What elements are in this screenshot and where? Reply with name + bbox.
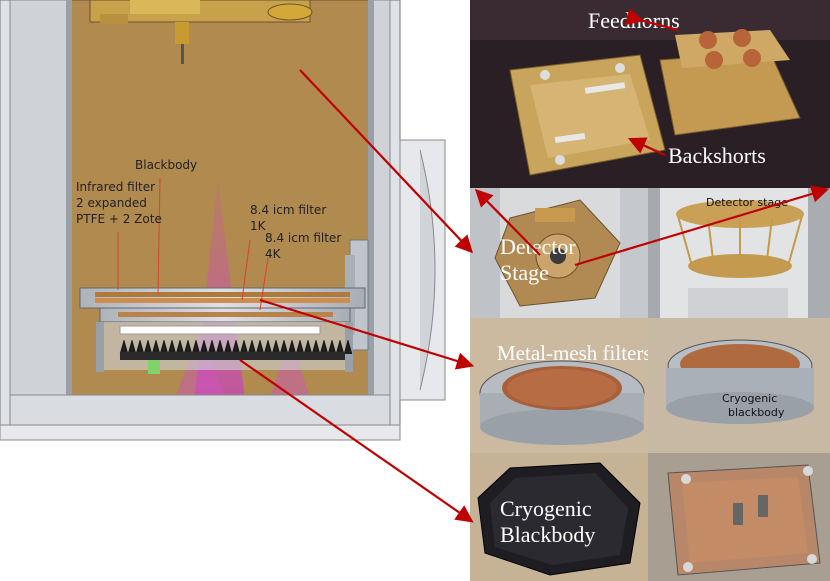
label-cryogenic-blackbody-small-line2: blackbody xyxy=(728,406,785,419)
label-detector-stage-small: Detector stage xyxy=(706,196,788,209)
label-cryogenic-blackbody-line1: Cryogenic xyxy=(500,496,592,521)
label-cryogenic-blackbody-line2: Blackbody xyxy=(500,522,596,547)
photo-metal-mesh-filters xyxy=(470,318,648,453)
label-detector-stage-line2: Stage xyxy=(500,260,549,285)
label-infrared-filter-line3: PTFE + 2 Zote xyxy=(76,212,162,226)
label-filter-4k-line2: 4K xyxy=(265,247,281,261)
cad-cross-section xyxy=(0,0,446,441)
label-filter-1k-line1: 8.4 icm filter xyxy=(250,203,327,217)
label-infrared-filter-line1: Infrared filter xyxy=(76,180,156,194)
label-blackbody: Blackbody xyxy=(135,158,198,172)
label-filter-1k-line2: 1K xyxy=(250,219,266,233)
label-cryogenic-blackbody-small-line1: Cryogenic xyxy=(722,392,778,405)
label-detector-stage-line1: Detector xyxy=(500,234,576,259)
label-infrared-filter-line2: 2 expanded xyxy=(76,196,147,210)
photo-copper-plate xyxy=(648,453,830,581)
photo-cryogenic-blackbody xyxy=(470,453,648,581)
label-feedhorns: Feedhorns xyxy=(588,8,680,33)
label-metal-mesh-filters: Metal-mesh filters xyxy=(497,341,652,365)
label-backshorts: Backshorts xyxy=(668,143,766,168)
label-filter-4k-line1: 8.4 icm filter xyxy=(265,231,342,245)
photo-cryogenic-blackbody-housing xyxy=(648,318,830,453)
